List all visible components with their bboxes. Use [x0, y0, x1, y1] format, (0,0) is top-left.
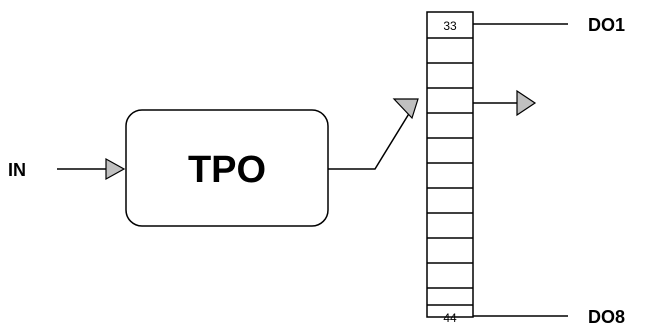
register-last-cell: 44	[443, 311, 457, 325]
output-label-first: DO1	[588, 15, 625, 35]
tpo-block	[125, 109, 329, 227]
tpo-block-label: TPO	[188, 149, 266, 191]
register-first-cell: 33	[443, 19, 457, 33]
register-frame	[426, 11, 474, 318]
register-input-arrow-icon	[392, 98, 419, 120]
input-arrow-icon	[105, 157, 126, 181]
register-middle-output-arrow-icon	[516, 89, 537, 117]
block-output-line	[328, 111, 411, 170]
input-label: IN	[8, 160, 26, 180]
register-column: 33 44	[426, 11, 474, 325]
output-label-last: DO8	[588, 307, 625, 327]
